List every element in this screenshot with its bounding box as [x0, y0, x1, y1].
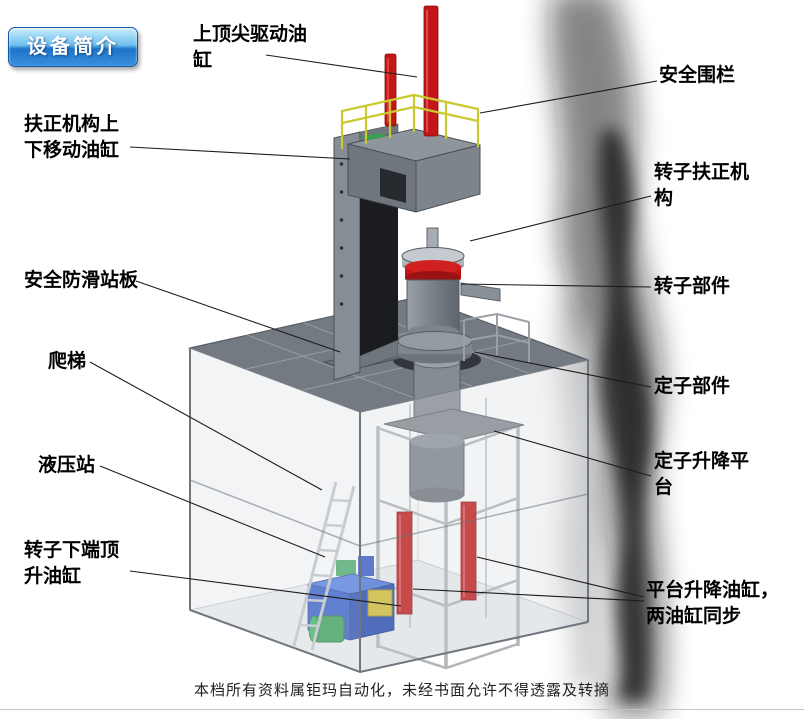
- enclosure-walls: [189, 347, 589, 674]
- ladder-shape: [292, 481, 356, 651]
- label-stator-lifting-platform: 定子升降平台: [654, 451, 750, 498]
- rotor-assembly: [397, 227, 501, 364]
- label-centering-lift-cylinder: 扶正机构上下移动油缸: [24, 114, 120, 161]
- label-safety-fence: 安全围栏: [659, 65, 736, 86]
- label-top-drive-cylinder: 上顶尖驱动油缸: [193, 24, 308, 71]
- label-rotor-centering-mechanism: 转子扶正机构: [654, 162, 750, 209]
- top-drive-cylinder-shape: [384, 5, 439, 137]
- centering-arm: [460, 282, 501, 302]
- equipment-intro-badge: 设备简介: [8, 27, 138, 67]
- platform-lift-cylinders-shape: [396, 501, 477, 615]
- head-box: [347, 128, 481, 213]
- bottom-divider: [0, 709, 804, 710]
- label-anti-slip-platform: 安全防滑站板: [24, 270, 139, 291]
- label-ladder: 爬梯: [48, 351, 87, 372]
- safety-railing: [340, 93, 480, 150]
- walkway-frame: [463, 312, 530, 363]
- stator-assembly: [383, 355, 525, 503]
- copyright-notice: 本档所有资料属钜玛自动化，未经书面允许不得透露及转摘: [193, 683, 610, 699]
- label-stator-component: 定子部件: [654, 376, 731, 397]
- label-hydraulic-station: 液压站: [38, 455, 96, 476]
- label-rotor-component: 转子部件: [654, 276, 731, 297]
- leader-lines: [89, 54, 658, 607]
- label-platform-lift-cylinders: 平台升降油缸，两油缸同步: [646, 580, 780, 627]
- label-rotor-bottom-jack: 转子下端顶升油缸: [24, 540, 120, 587]
